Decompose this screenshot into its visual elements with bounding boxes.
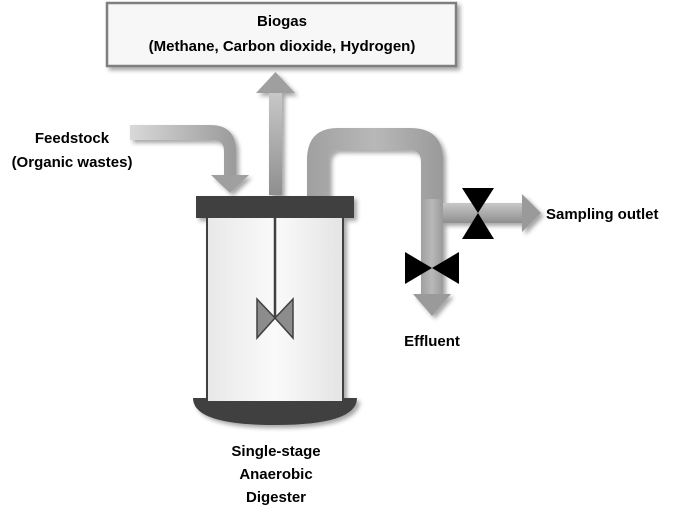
feedstock-sublabel: (Organic wastes) bbox=[12, 154, 133, 171]
effluent-valve[interactable] bbox=[405, 252, 459, 284]
sampling-outlet-label: Sampling outlet bbox=[546, 206, 659, 223]
biogas-composition: (Methane, Carbon dioxide, Hydrogen) bbox=[149, 38, 416, 55]
feedstock-arrow bbox=[130, 125, 249, 193]
digester-label-line1: Single-stage bbox=[231, 443, 320, 460]
digester-label-line3: Digester bbox=[246, 489, 306, 506]
impeller bbox=[256, 218, 294, 340]
digester-label-line2: Anaerobic bbox=[239, 466, 312, 483]
biogas-arrow bbox=[256, 72, 295, 195]
sampling-valve[interactable] bbox=[462, 188, 494, 239]
biogas-box: Biogas (Methane, Carbon dioxide, Hydroge… bbox=[105, 1, 458, 68]
biogas-title: Biogas bbox=[257, 13, 307, 30]
feedstock-label: Feedstock bbox=[35, 130, 110, 147]
effluent-label: Effluent bbox=[404, 333, 460, 350]
